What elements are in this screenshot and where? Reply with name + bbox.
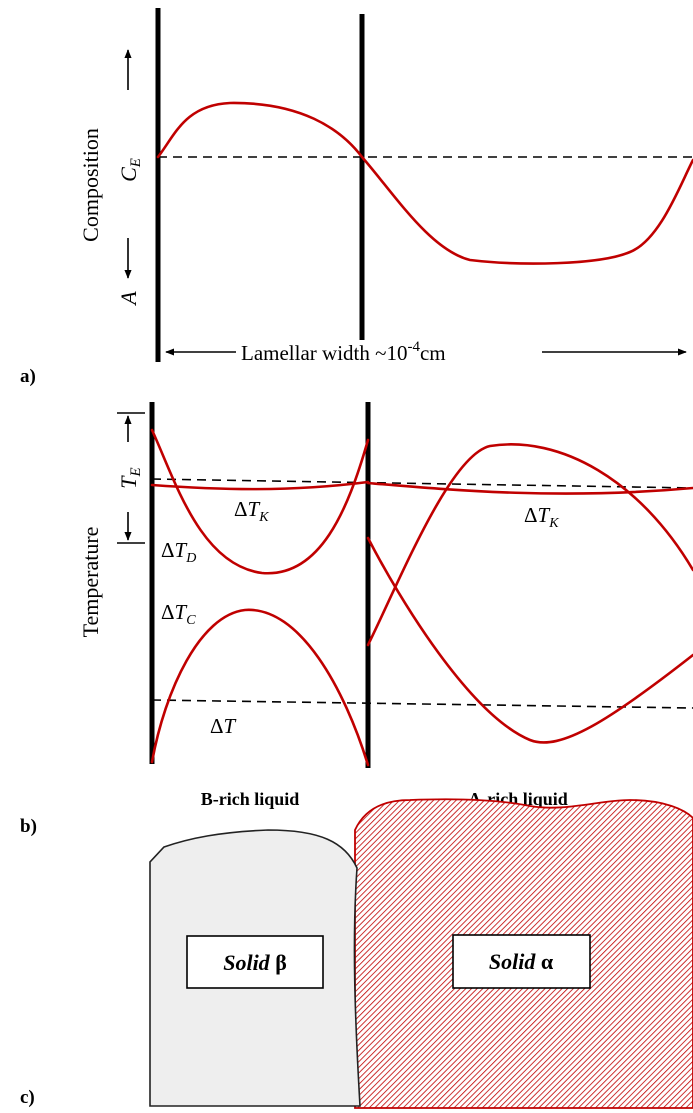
delta-t-label: ΔT: [210, 714, 237, 738]
delta-tc-label: ΔTC: [161, 600, 196, 628]
delta-tk-label-right: ΔTK: [524, 503, 559, 531]
ce-label: CE: [116, 158, 144, 182]
delta-tk-label-left: ΔTK: [234, 497, 269, 525]
solid-beta-box: [186, 935, 324, 989]
lamellar-width-label: Lamellar width ~10-4cm: [241, 339, 446, 365]
solid-alpha-label: Solid α: [489, 949, 554, 974]
delta-tk-curve-left: [150, 480, 370, 491]
temperature-curve-right-down: [366, 536, 693, 744]
panel-a: a) Composition CE A Lamellar width ~10-4…: [20, 8, 693, 387]
panel-c: c) B-rich liquid A-rich liquid Solid β S…: [20, 789, 693, 1109]
panel-a-label: a): [20, 366, 36, 387]
te-label: TE: [116, 467, 144, 488]
temperature-curve-right-up: [366, 443, 693, 647]
composition-axis-label: Composition: [78, 128, 103, 242]
delta-td-label: ΔTD: [161, 538, 196, 566]
panel-c-label: c): [20, 1087, 35, 1108]
panel-b: b) Temperature TE ΔTK ΔTK ΔTD ΔTC ΔT: [20, 402, 693, 837]
temperature-axis-label: Temperature: [78, 527, 103, 638]
delta-tc-curve-left: [150, 608, 370, 767]
delta-t-dashed-line: [151, 699, 693, 709]
b-rich-liquid-label: B-rich liquid: [201, 789, 300, 809]
te-dashed-line: [151, 478, 693, 489]
panel-b-label: b): [20, 816, 37, 837]
solid-alpha-box: [452, 934, 591, 989]
solid-beta-label: Solid β: [223, 950, 287, 975]
composition-curve: [156, 101, 693, 265]
delta-td-curve-left: [150, 428, 370, 575]
delta-tk-curve-right: [366, 481, 693, 495]
a-label: A: [116, 291, 141, 307]
